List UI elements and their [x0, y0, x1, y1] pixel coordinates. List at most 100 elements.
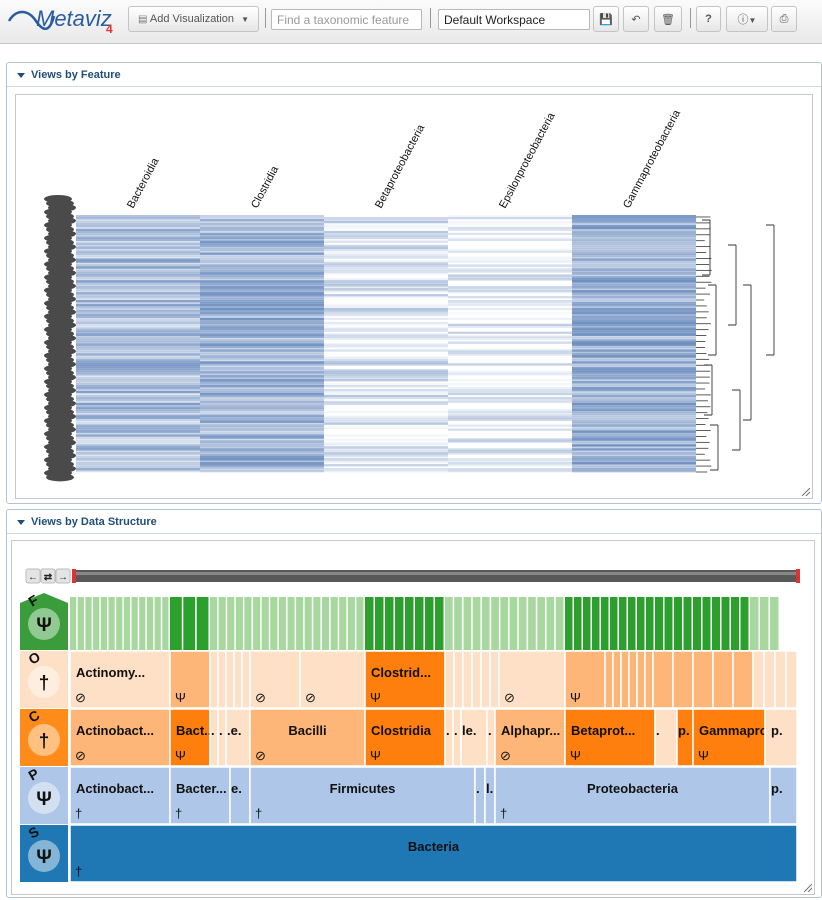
family-node[interactable] [278, 597, 286, 650]
heatmap-cell[interactable] [448, 260, 572, 263]
heatmap-cell[interactable] [324, 326, 448, 328]
heatmap-cell[interactable] [324, 440, 448, 442]
icicle-node-rect[interactable] [612, 650, 622, 709]
family-node[interactable] [472, 597, 481, 650]
heatmap-cell[interactable] [572, 274, 696, 277]
heatmap-cell[interactable] [448, 328, 572, 330]
heatmap-cell[interactable] [200, 232, 324, 236]
icicle-node-rect[interactable] [652, 650, 674, 709]
family-node[interactable] [139, 597, 146, 650]
heatmap-cell[interactable] [448, 355, 572, 357]
heatmap-cell[interactable] [448, 392, 572, 396]
heatmap-cell[interactable] [76, 446, 200, 449]
heatmap-cell[interactable] [76, 385, 200, 388]
heatmap-cell[interactable] [200, 248, 324, 251]
heatmap-cell[interactable] [572, 347, 696, 350]
family-node[interactable] [445, 597, 453, 650]
heatmap-column[interactable] [324, 215, 448, 473]
heatmap-cell[interactable] [448, 334, 572, 336]
heatmap-cell[interactable] [200, 250, 324, 253]
heatmap-cell[interactable] [572, 234, 696, 238]
heatmap-cell[interactable] [76, 292, 200, 295]
heatmap-cell[interactable] [324, 218, 448, 222]
heatmap-cell[interactable] [76, 246, 200, 249]
heatmap-cell[interactable] [448, 381, 572, 383]
heatmap-cell[interactable] [448, 340, 572, 342]
heatmap-cell[interactable] [324, 415, 448, 417]
heatmap-cell[interactable] [448, 371, 572, 374]
icicle-node-rect[interactable] [364, 650, 446, 709]
heatmap-cell[interactable] [324, 470, 448, 473]
icicle-node[interactable]: ⊘ [299, 650, 366, 709]
heatmap-cell[interactable] [200, 381, 324, 384]
heatmap-cell[interactable] [572, 319, 696, 323]
heatmap-cell[interactable] [324, 420, 448, 423]
heatmap-cell[interactable] [76, 343, 200, 346]
family-node[interactable] [146, 597, 154, 650]
heatmap-cell[interactable] [324, 288, 448, 291]
icicle-node-rect[interactable] [453, 650, 464, 709]
family-node[interactable] [528, 597, 536, 650]
icicle-node-rect[interactable] [209, 650, 219, 709]
heatmap-cell[interactable] [200, 361, 324, 364]
heatmap-cell[interactable] [572, 250, 696, 253]
heatmap-cell[interactable] [572, 450, 696, 453]
heatmap-cell[interactable] [76, 412, 200, 415]
range-slider[interactable] [72, 569, 800, 583]
heatmap-cell[interactable] [572, 248, 696, 251]
heatmap-cell[interactable] [572, 408, 696, 412]
heatmap-cell[interactable] [572, 218, 696, 222]
heatmap-cell[interactable] [572, 462, 696, 465]
heatmap-cell[interactable] [324, 337, 448, 340]
family-node[interactable] [435, 597, 444, 650]
heatmap-cell[interactable] [572, 216, 696, 220]
family-node[interactable] [454, 597, 462, 650]
heatmap-cell[interactable] [324, 379, 448, 382]
heatmap-cell[interactable] [200, 301, 324, 305]
heatmap-cell[interactable] [200, 317, 324, 321]
heatmap-cell[interactable] [448, 442, 572, 444]
heatmap-cell[interactable] [324, 234, 448, 238]
nav-button-bg[interactable] [40, 568, 56, 584]
heatmap-cell[interactable] [572, 294, 696, 297]
heatmap-cell[interactable] [572, 390, 696, 394]
heatmap-cell[interactable] [200, 260, 324, 263]
family-node[interactable] [610, 597, 618, 650]
heatmap-cell[interactable] [200, 396, 324, 400]
heatmap-cell[interactable] [76, 298, 200, 301]
heatmap-cell[interactable] [76, 373, 200, 376]
heatmap-cell[interactable] [76, 396, 200, 400]
heatmap-cell[interactable] [448, 434, 572, 436]
heatmap-cell[interactable] [572, 426, 696, 429]
heatmap-cell[interactable] [200, 400, 324, 404]
heatmap-cell[interactable] [200, 420, 324, 423]
heatmap-cell[interactable] [324, 274, 448, 276]
family-node[interactable] [770, 597, 779, 650]
heatmap-cell[interactable] [76, 367, 200, 370]
heatmap-cell[interactable] [448, 390, 572, 394]
heatmap-cell[interactable] [200, 390, 324, 394]
heatmap-cell[interactable] [572, 375, 696, 378]
heatmap-cell[interactable] [200, 402, 324, 406]
heatmap-cell[interactable] [200, 294, 324, 297]
family-node[interactable] [702, 597, 711, 650]
family-node[interactable] [85, 597, 92, 650]
heatmap-cell[interactable] [572, 392, 696, 396]
heatmap-cell[interactable] [76, 420, 200, 423]
heatmap-cell[interactable] [76, 266, 200, 269]
heatmap-cell[interactable] [200, 416, 324, 419]
icicle-node[interactable]: Bact...Ψ [169, 708, 215, 767]
heatmap-cell[interactable] [76, 282, 200, 285]
icicle-node[interactable]: l. [484, 766, 496, 825]
family-node[interactable] [655, 597, 663, 650]
heatmap-cell[interactable] [572, 386, 696, 390]
delete-workspace-button[interactable]: 🗑 [654, 6, 682, 32]
heatmap-cell[interactable] [200, 333, 324, 336]
heatmap-cell[interactable] [572, 270, 696, 273]
heatmap-cell[interactable] [76, 416, 200, 419]
heatmap-cell[interactable] [200, 262, 324, 265]
heatmap-cell[interactable] [76, 260, 200, 263]
icicle-node-rect[interactable] [169, 708, 211, 767]
icicle-node-rect[interactable] [69, 766, 171, 825]
icicle-node-rect[interactable] [564, 650, 606, 709]
